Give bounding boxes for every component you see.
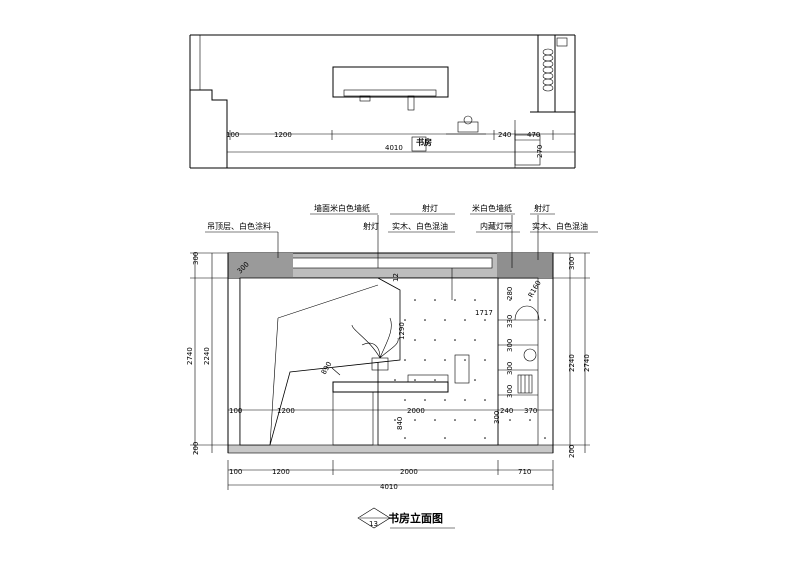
inner-dim-280: 280 — [506, 287, 514, 300]
left-dim-2240: 2240 — [203, 347, 211, 365]
drawing-number: 13 — [369, 520, 378, 528]
plan-dim-470: 470 — [527, 131, 540, 139]
label-white-wallpaper: 米白色墙纸 — [472, 203, 512, 213]
right-dim-200: 200 — [568, 445, 576, 458]
inner-dim-300d: 300 — [493, 411, 501, 424]
label-wallpaper: 墙面米白色墙纸 — [314, 203, 370, 213]
label-spotlight-2: 射灯 — [422, 203, 438, 213]
plan-dim-100: 100 — [226, 131, 239, 139]
label-solid-wood-1: 实木、白色混油 — [392, 221, 448, 231]
bottom-dim-4010: 4010 — [380, 483, 398, 491]
right-dim-2740: 2740 — [583, 354, 591, 372]
left-dim-300: 300 — [192, 252, 200, 265]
radius-label: R160 — [527, 279, 543, 299]
label-spotlight-3: 射灯 — [534, 203, 550, 213]
inner-dim-1717: 1717 — [475, 309, 493, 317]
inner-dim-1200: 1200 — [277, 407, 295, 415]
label-hidden-light: 内藏灯带 — [480, 221, 512, 231]
inner-dim-300c: 300 — [506, 385, 514, 398]
lamp-icon — [446, 115, 486, 135]
left-dim-200: 200 — [192, 442, 200, 455]
right-dim-300: 300 — [568, 257, 576, 270]
plant-icon — [351, 317, 399, 371]
plan-dim-270: 270 — [536, 145, 544, 158]
inner-dim-12: 12 — [392, 273, 400, 282]
elevation-view — [190, 213, 598, 490]
plan-dim-4010: 4010 — [385, 144, 403, 152]
inner-dim-100: 100 — [229, 407, 242, 415]
inner-dim-840: 840 — [396, 417, 404, 430]
plan-room-symbol: 书房 — [416, 137, 432, 147]
inner-dim-330: 330 — [506, 315, 514, 328]
bottom-dim-710: 710 — [518, 468, 531, 476]
left-dim-2740: 2740 — [186, 347, 194, 365]
plan-view — [189, 34, 576, 169]
inner-dim-370: 370 — [524, 407, 537, 415]
inner-dim-240: 240 — [500, 407, 513, 415]
label-spotlight-1: 射灯 — [363, 221, 379, 231]
drawing-title-block — [357, 507, 455, 529]
plan-dim-1200: 1200 — [274, 131, 292, 139]
drawing-title: 书房立面图 — [388, 511, 443, 525]
inner-dim-300a: 300 — [506, 339, 514, 352]
inner-dim-300b: 300 — [506, 362, 514, 375]
label-solid-wood-2: 实木、白色混油 — [532, 221, 588, 231]
right-dim-2240: 2240 — [568, 354, 576, 372]
inner-dim-2000: 2000 — [407, 407, 425, 415]
inner-dim-1290: 1290 — [398, 322, 406, 340]
label-ceiling: 吊顶层、白色涂料 — [207, 221, 271, 231]
plan-dim-240: 240 — [498, 131, 511, 139]
spring-coil-icon — [542, 48, 554, 92]
bottom-dim-100: 100 — [229, 468, 242, 476]
bottom-dim-1200: 1200 — [272, 468, 290, 476]
bottom-dim-2000: 2000 — [400, 468, 418, 476]
